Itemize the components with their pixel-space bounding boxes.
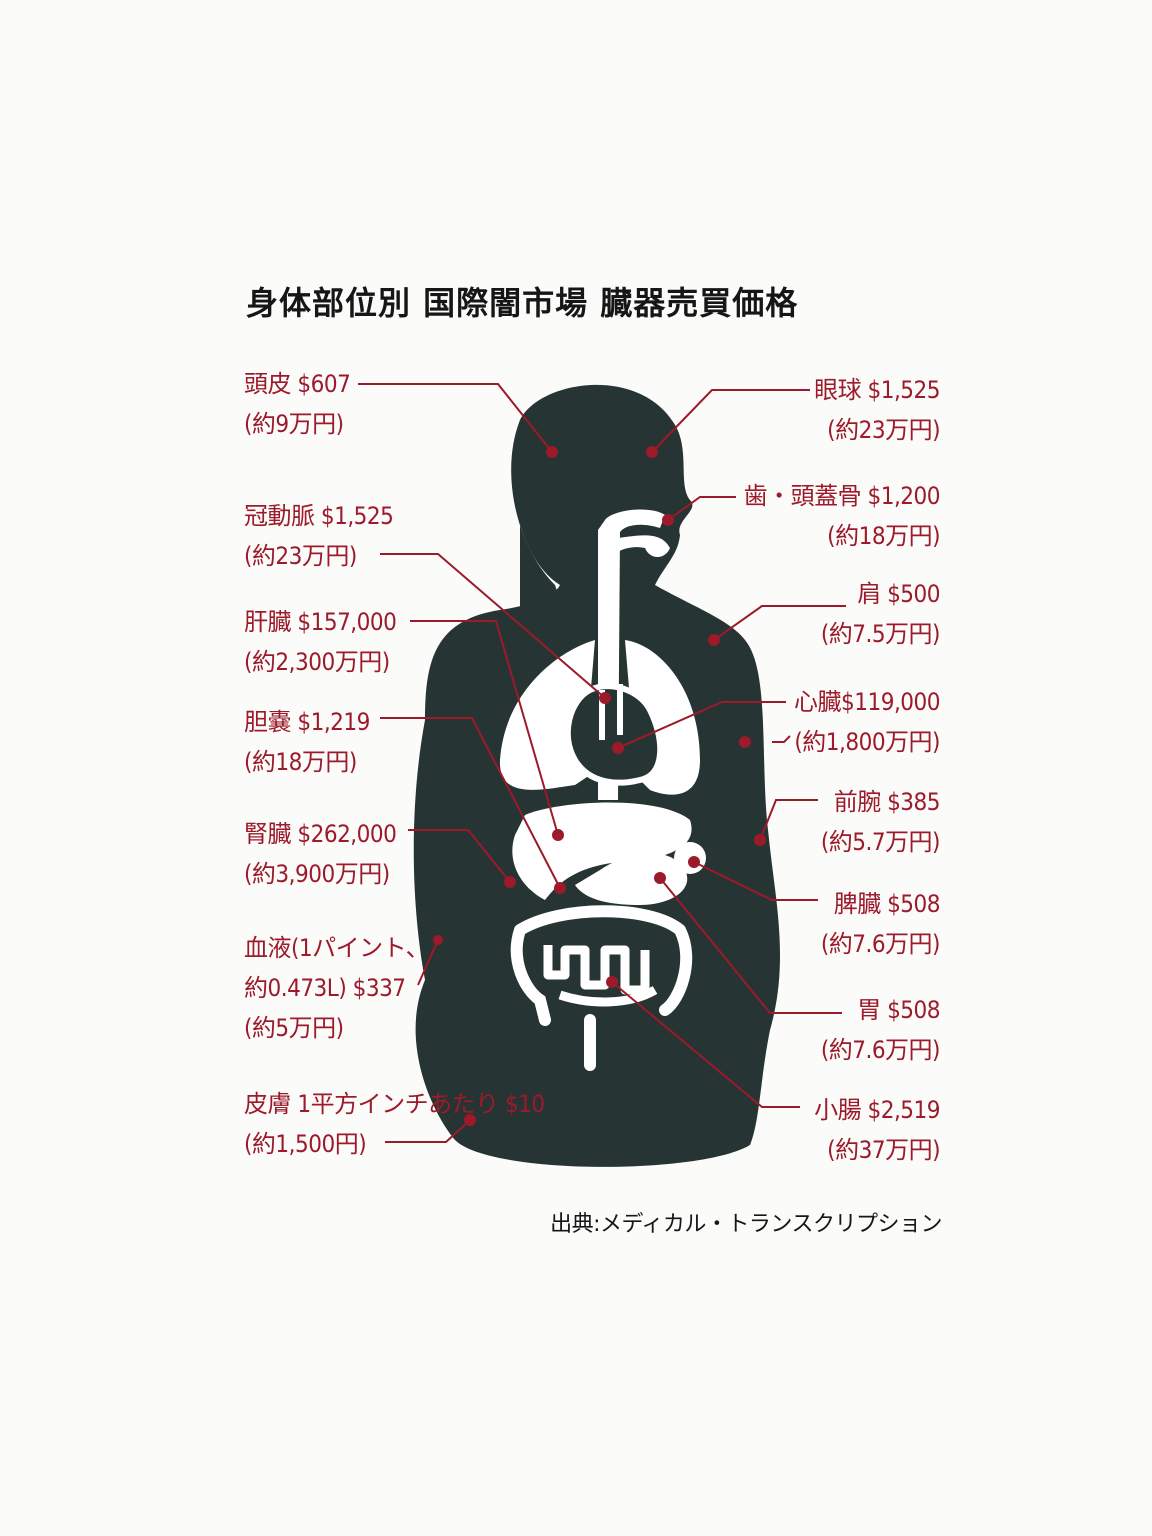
dot-kidney <box>504 876 516 888</box>
dot-forearm <box>754 834 766 846</box>
label-scalp: 頭皮 $607 (約9万円) <box>244 370 351 438</box>
leader-scalp <box>358 383 553 453</box>
leader-kidney <box>408 829 511 883</box>
leader-lines <box>358 383 846 1143</box>
label-kidney: 腎臓 $262,000 (約3,900万円) <box>244 820 397 888</box>
leader-skin-arm <box>772 735 791 743</box>
leader-liver <box>410 620 559 836</box>
leader-skin <box>385 1119 471 1143</box>
label-small-intestine: 小腸 $2,519 (約37万円) <box>814 1096 940 1164</box>
label-heart: 心臓$119,000 (約1,800万円) <box>794 688 941 756</box>
label-teeth: 歯・頭蓋骨 $1,200 (約18万円) <box>743 482 941 550</box>
leader-shoulder <box>713 605 846 641</box>
label-spleen: 脾臓 $508 (約7.6万円) <box>820 890 941 958</box>
leader-coronary <box>380 553 606 699</box>
dot-gallbladder <box>554 882 566 894</box>
dot-small-intestine <box>606 976 618 988</box>
leader-heart <box>617 701 786 749</box>
dot-skin <box>464 1114 476 1126</box>
dot-coronary <box>599 692 611 704</box>
leader-teeth <box>667 496 736 521</box>
diagram-title: 身体部位別 国際闇市場 臓器売買価格 <box>246 284 799 322</box>
leader-dots <box>433 446 766 1126</box>
leader-eyeball <box>651 389 810 453</box>
dot-stomach <box>654 872 666 884</box>
dot-shoulder <box>708 634 720 646</box>
dot-arm <box>739 736 751 748</box>
source-credit: 出典:メディカル・トランスクリプション <box>550 1212 942 1237</box>
dot-scalp <box>546 446 558 458</box>
dot-liver <box>552 829 564 841</box>
label-gallbladder: 胆嚢 $1,219 (約18万円) <box>244 708 370 776</box>
leader-small-intestine <box>611 981 800 1108</box>
dot-teeth <box>662 514 674 526</box>
dot-heart <box>612 742 624 754</box>
leader-blood <box>417 939 439 986</box>
dot-blood <box>433 935 443 945</box>
label-coronary: 冠動脈 $1,525 (約23万円) <box>244 502 394 570</box>
label-blood: 血液(1パイント、 約0.473L) $337 (約5万円) <box>244 934 430 1042</box>
label-forearm: 前腕 $385 (約5.7万円) <box>820 788 941 856</box>
leader-spleen <box>693 861 818 901</box>
leader-gallbladder <box>380 717 561 889</box>
leader-stomach <box>659 877 842 1014</box>
leader-forearm <box>759 799 818 841</box>
dot-eyeball <box>646 446 658 458</box>
label-stomach: 胃 $508 (約7.6万円) <box>820 996 941 1064</box>
label-eyeball: 眼球 $1,525 (約23万円) <box>814 376 940 444</box>
label-shoulder: 肩 $500 (約7.5万円) <box>820 580 941 648</box>
label-liver: 肝臓 $157,000 (約2,300万円) <box>244 608 397 676</box>
label-skin: 皮膚 1平方インチあたり $10 (約1,500円) <box>244 1090 545 1158</box>
organs <box>499 509 706 1071</box>
dot-spleen <box>688 856 700 868</box>
